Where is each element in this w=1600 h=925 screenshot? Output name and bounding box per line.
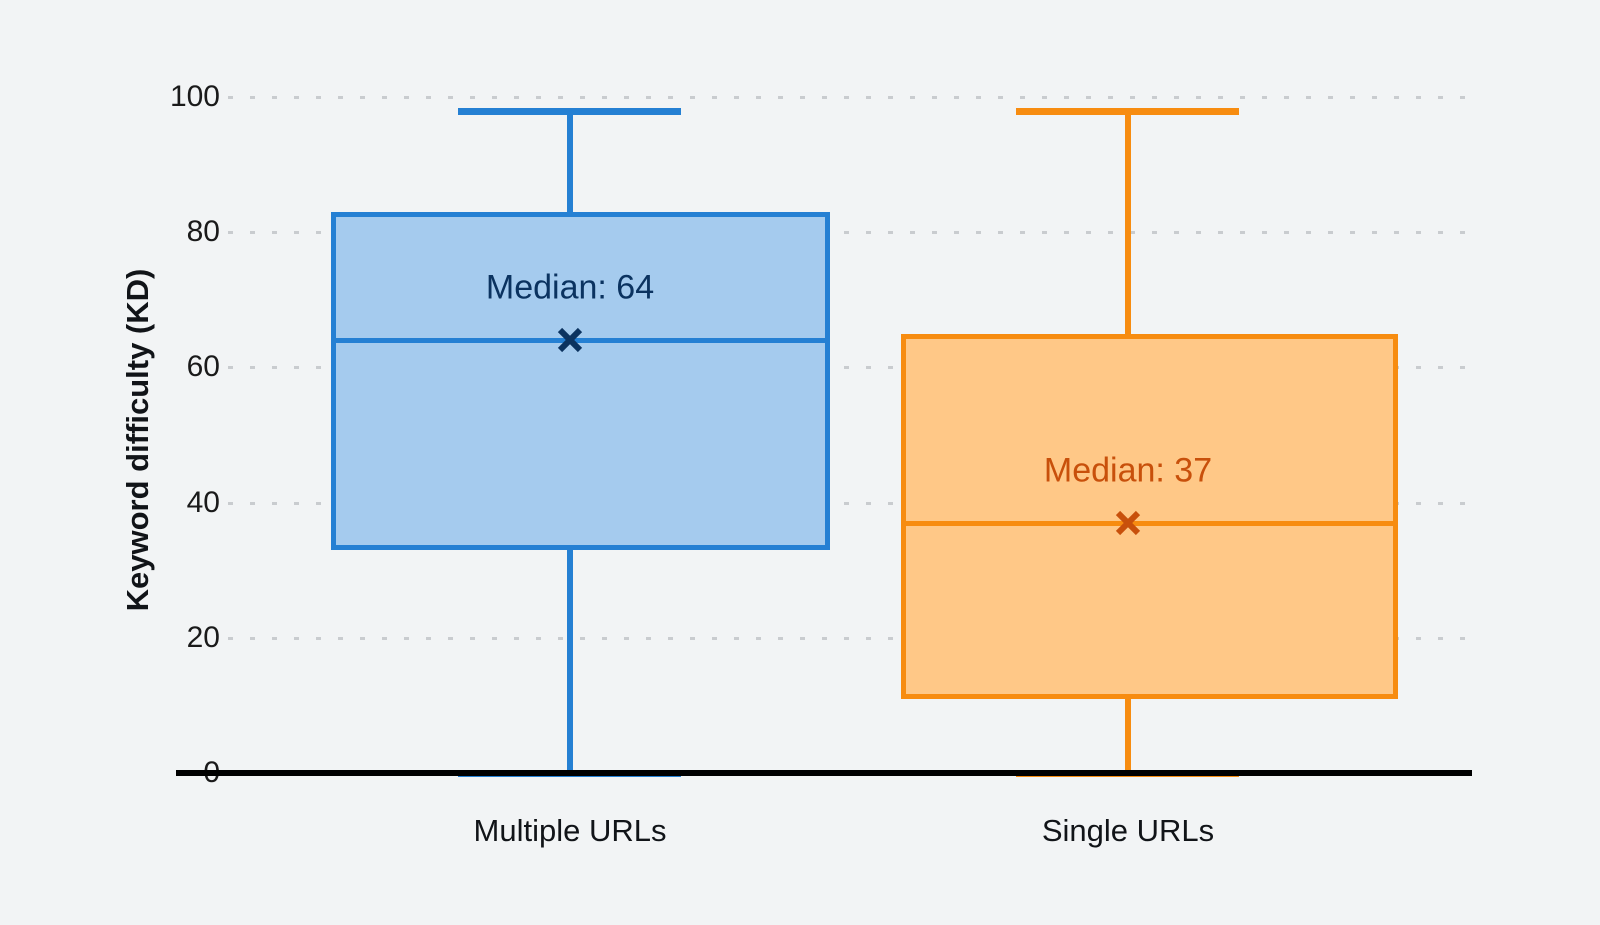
y-axis-tick-label: 40	[186, 485, 220, 519]
y-axis-tick-label: 20	[186, 620, 220, 654]
median-line	[331, 338, 830, 344]
y-axis-tick-label: 100	[169, 80, 220, 113]
gridline	[228, 636, 1473, 640]
gridline	[228, 501, 1473, 505]
x-axis-tick-label-multiple-urls: Multiple URLs	[473, 813, 667, 848]
y-axis-ticks: 020406080100	[150, 0, 220, 925]
median-value-label: Median: 37	[1043, 451, 1213, 490]
whisker-cap-upper	[1016, 107, 1239, 115]
x-axis-tick-label-single-urls: Single URLs	[1041, 813, 1215, 848]
median-line	[901, 520, 1398, 526]
box-single-urls[interactable]	[901, 333, 1398, 699]
whisker-cap-upper	[458, 107, 681, 115]
median-x-marker-icon	[553, 323, 587, 357]
y-axis-tick-label: 80	[186, 215, 220, 249]
x-axis-line	[176, 770, 1472, 776]
gridline	[228, 366, 1473, 370]
y-axis-tick-label: 60	[186, 350, 220, 384]
median-value-label: Median: 64	[485, 268, 655, 307]
gridline	[228, 231, 1473, 235]
box-multiple-urls[interactable]	[331, 211, 830, 550]
gridline	[228, 96, 1473, 99]
median-x-marker-icon	[1111, 506, 1145, 540]
